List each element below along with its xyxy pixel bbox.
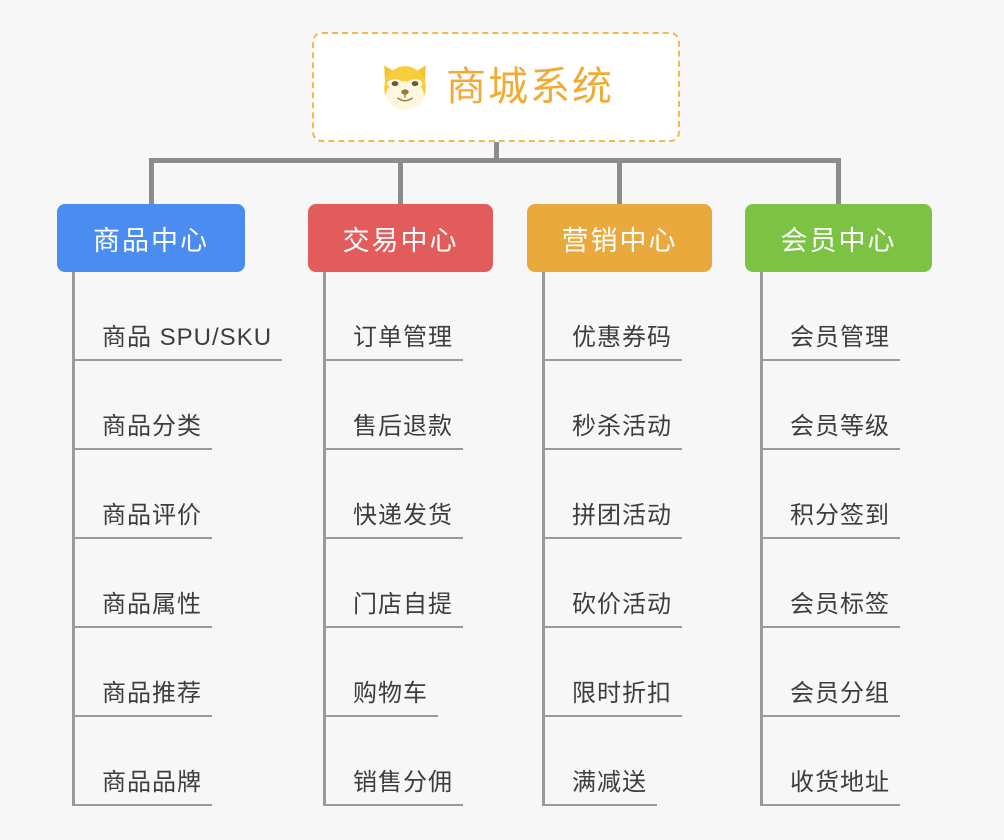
connector-bus (149, 158, 841, 163)
leaf-item[interactable]: 秒杀活动 (527, 361, 712, 450)
leaf-list-4: 会员管理 会员等级 积分签到 会员标签 会员分组 收货地址 (745, 272, 932, 806)
leaf-label: 快递发货 (353, 502, 453, 529)
root-node[interactable]: 商城系统 (312, 32, 680, 142)
leaf-label: 积分签到 (790, 502, 890, 529)
leaf-item[interactable]: 商品属性 (57, 539, 245, 628)
leaf-label: 商品推荐 (102, 680, 202, 707)
leaf-item[interactable]: 购物车 (308, 628, 493, 717)
leaf-label: 秒杀活动 (572, 413, 672, 440)
leaf-label: 会员管理 (790, 324, 890, 351)
leaf-item[interactable]: 满减送 (527, 717, 712, 806)
leaf-item[interactable]: 商品 SPU/SKU (57, 272, 283, 361)
leaf-item[interactable]: 销售分佣 (308, 717, 493, 806)
connector-drop-4 (836, 158, 841, 205)
leaf-label: 售后退款 (353, 413, 453, 440)
leaf-label: 满减送 (572, 769, 647, 796)
leaf-item[interactable]: 会员分组 (745, 628, 932, 717)
leaf-label: 拼团活动 (572, 502, 672, 529)
branch-title-3: 营销中心 (561, 225, 678, 256)
leaf-label: 门店自提 (353, 591, 453, 618)
branch-column-3: 营销中心 优惠券码 秒杀活动 拼团活动 砍价活动 限时折扣 满减送 (527, 204, 712, 806)
connector-root-stem (494, 142, 499, 162)
leaf-item[interactable]: 门店自提 (308, 539, 493, 628)
branch-header-2[interactable]: 交易中心 (308, 204, 493, 272)
leaf-trunk-2 (323, 272, 326, 806)
leaf-item[interactable]: 商品分类 (57, 361, 245, 450)
root-title: 商城系统 (446, 65, 614, 109)
leaf-label: 购物车 (353, 680, 428, 707)
leaf-item[interactable]: 限时折扣 (527, 628, 712, 717)
leaf-trunk-1 (72, 272, 75, 806)
leaf-label: 限时折扣 (572, 680, 672, 707)
leaf-item[interactable]: 商品推荐 (57, 628, 245, 717)
leaf-trunk-3 (542, 272, 545, 806)
leaf-label: 收货地址 (790, 769, 890, 796)
branch-column-1: 商品中心 商品 SPU/SKU 商品分类 商品评价 商品属性 商品推荐 商品品牌 (57, 204, 283, 806)
dog-face-icon (384, 65, 426, 111)
leaf-label: 订单管理 (353, 324, 453, 351)
leaf-item[interactable]: 砍价活动 (527, 539, 712, 628)
leaf-item[interactable]: 优惠券码 (527, 272, 712, 361)
leaf-label: 销售分佣 (353, 769, 453, 796)
leaf-label: 会员标签 (790, 591, 890, 618)
leaf-label: 优惠券码 (572, 324, 672, 351)
leaf-item[interactable]: 拼团活动 (527, 450, 712, 539)
leaf-item[interactable]: 会员标签 (745, 539, 932, 628)
leaf-label: 商品分类 (102, 413, 202, 440)
branch-header-1[interactable]: 商品中心 (57, 204, 245, 272)
branch-title-2: 交易中心 (342, 225, 459, 256)
leaf-label: 会员分组 (790, 680, 890, 707)
branch-column-2: 交易中心 订单管理 售后退款 快递发货 门店自提 购物车 销售分佣 (308, 204, 493, 806)
branch-column-4: 会员中心 会员管理 会员等级 积分签到 会员标签 会员分组 收货地址 (745, 204, 932, 806)
branch-title-1: 商品中心 (93, 225, 209, 256)
leaf-item[interactable]: 会员等级 (745, 361, 932, 450)
branch-header-4[interactable]: 会员中心 (745, 204, 932, 272)
connector-drop-2 (398, 158, 403, 205)
leaf-label: 商品评价 (102, 502, 202, 529)
leaf-item[interactable]: 订单管理 (308, 272, 493, 361)
branch-header-3[interactable]: 营销中心 (527, 204, 712, 272)
leaf-item[interactable]: 积分签到 (745, 450, 932, 539)
leaf-list-1: 商品 SPU/SKU 商品分类 商品评价 商品属性 商品推荐 商品品牌 (57, 272, 283, 806)
leaf-item[interactable]: 收货地址 (745, 717, 932, 806)
leaf-trunk-4 (760, 272, 763, 806)
connector-drop-1 (149, 158, 154, 205)
connector-drop-3 (617, 158, 622, 205)
leaf-item[interactable]: 会员管理 (745, 272, 932, 361)
leaf-label: 商品品牌 (102, 769, 202, 796)
leaf-list-3: 优惠券码 秒杀活动 拼团活动 砍价活动 限时折扣 满减送 (527, 272, 712, 806)
leaf-item[interactable]: 售后退款 (308, 361, 493, 450)
leaf-label: 商品 SPU/SKU (102, 324, 273, 351)
leaf-label: 砍价活动 (572, 591, 672, 618)
leaf-item[interactable]: 快递发货 (308, 450, 493, 539)
leaf-list-2: 订单管理 售后退款 快递发货 门店自提 购物车 销售分佣 (308, 272, 493, 806)
leaf-label: 商品属性 (102, 591, 202, 618)
branch-title-4: 会员中心 (780, 225, 897, 256)
leaf-item[interactable]: 商品评价 (57, 450, 245, 539)
leaf-label: 会员等级 (790, 413, 890, 440)
leaf-item[interactable]: 商品品牌 (57, 717, 245, 806)
